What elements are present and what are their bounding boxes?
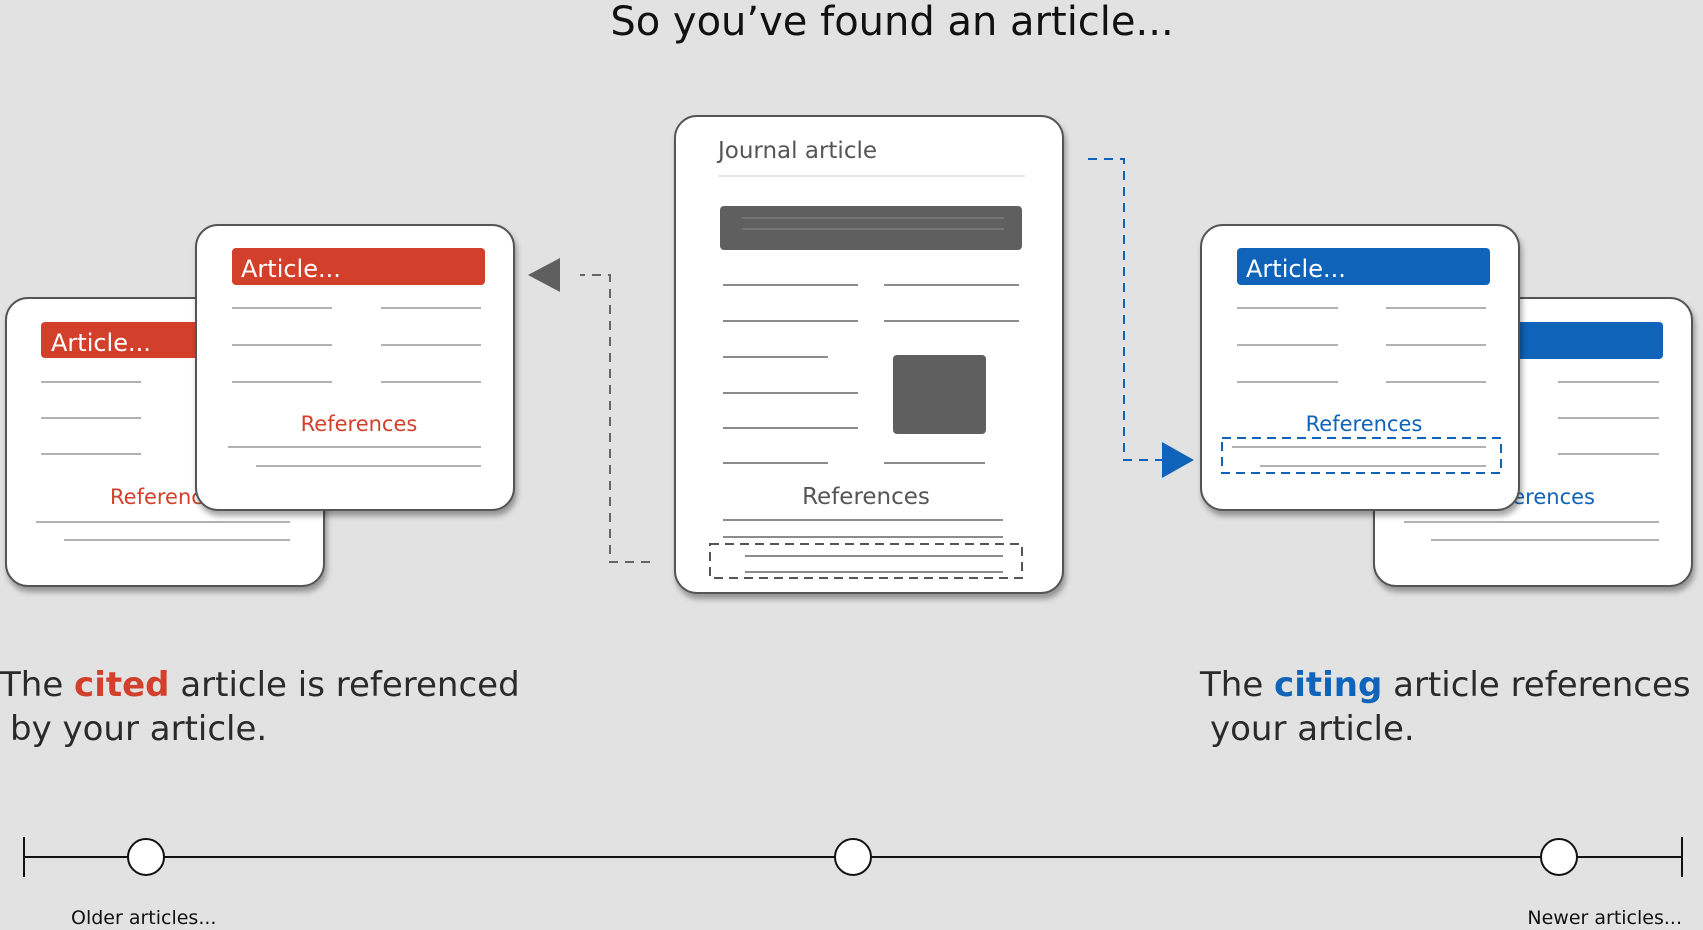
diagram-title: So you’ve found an article... <box>610 0 1173 45</box>
timeline-node-older <box>127 838 165 876</box>
citing-front-references-label: References <box>1306 412 1423 436</box>
timeline-node-current <box>834 838 872 876</box>
citing-caption: The citing article references your artic… <box>1200 663 1691 751</box>
citing-back-title-bar <box>1505 322 1663 359</box>
journal-article-title-bar <box>720 206 1022 250</box>
journal-article-card: Journal article References <box>674 115 1064 594</box>
citing-card-front: Article... References <box>1200 224 1520 511</box>
arrow-left-icon <box>528 258 560 292</box>
journal-article-heading: Journal article <box>716 138 877 164</box>
arrow-right-icon <box>1162 442 1194 478</box>
citing-caption-post: article references <box>1382 665 1691 705</box>
cited-back-title-bar <box>41 322 211 358</box>
citing-connector <box>1088 158 1194 478</box>
cited-front-title: Article... <box>241 255 341 283</box>
cited-back-references-label: Referenc <box>110 485 203 509</box>
citing-caption-highlight: citing <box>1274 665 1383 705</box>
citing-caption-line2: your article. <box>1210 709 1415 749</box>
cited-caption-pre: The <box>0 665 75 705</box>
timeline-newer-label: Newer articles... <box>1527 907 1682 929</box>
timeline-node-newer <box>1540 838 1578 876</box>
cited-caption-highlight: cited <box>74 665 170 705</box>
cited-card-front: Article... References <box>195 224 515 511</box>
timeline: Older articles... Newer articles... <box>23 837 1683 929</box>
citing-back-references-label: erences <box>1512 485 1595 509</box>
cited-front-title-bar <box>232 248 485 285</box>
citing-front-title-bar <box>1237 248 1490 285</box>
cited-back-title: Article... <box>51 329 151 357</box>
cited-caption-post: article is referenced <box>169 665 520 705</box>
citing-front-title: Article... <box>1246 255 1346 283</box>
citing-references-highlight <box>1221 437 1502 474</box>
cited-caption: The cited article is referenced by your … <box>0 663 520 751</box>
citing-caption-pre: The <box>1200 665 1275 705</box>
timeline-older-label: Older articles... <box>71 907 216 929</box>
journal-article-image <box>893 355 986 434</box>
cited-connector <box>528 258 650 563</box>
journal-article-references-highlight <box>709 543 1023 579</box>
cited-caption-line2: by your article. <box>10 709 268 749</box>
journal-article-references-label: References <box>802 484 930 510</box>
cited-front-references-label: References <box>301 412 418 436</box>
